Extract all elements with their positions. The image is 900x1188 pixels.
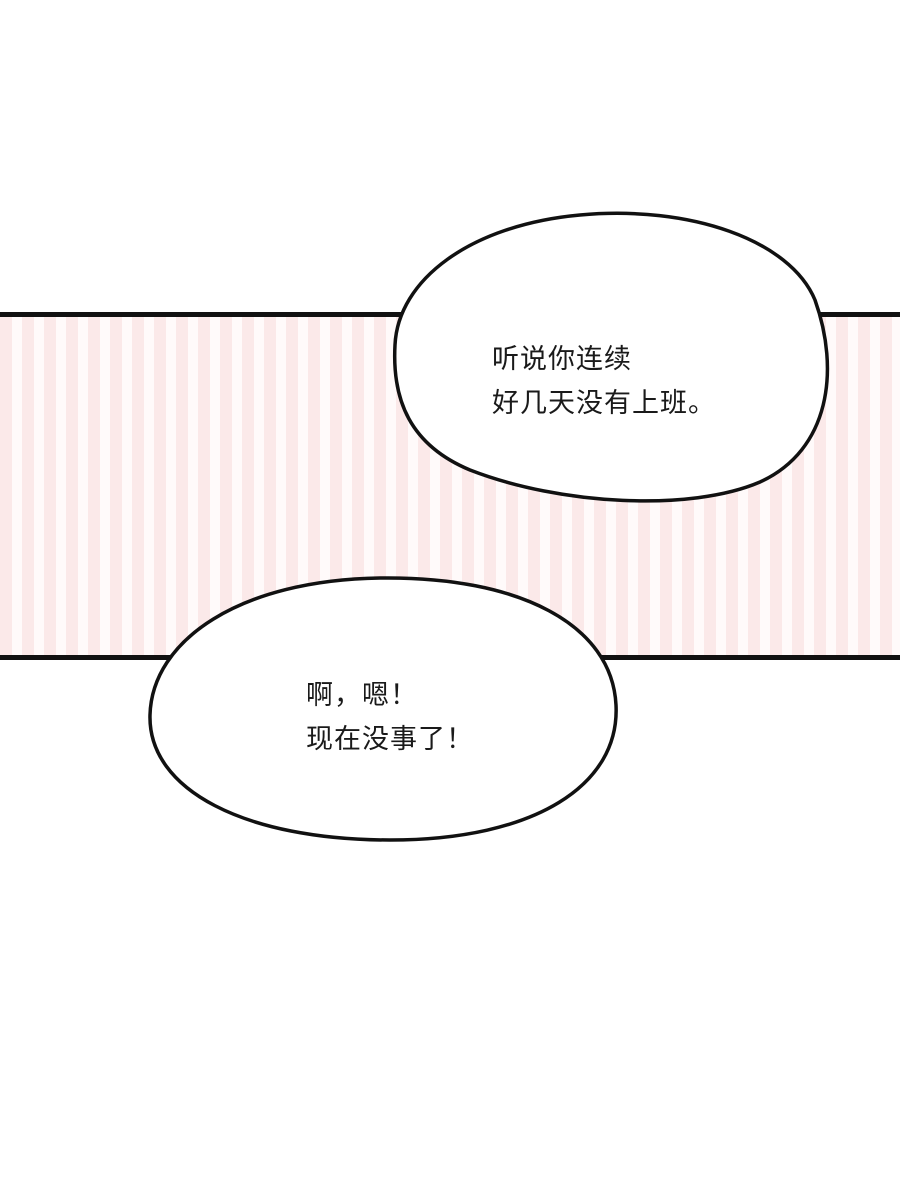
dialogue-line: 听说你连续 xyxy=(492,344,632,375)
speech-bubble-top xyxy=(392,211,830,503)
speech-bubble-top-text: 听说你连续 好几天没有上班。 xyxy=(492,338,716,426)
speech-bubble-bottom-text: 啊，嗯！ 现在没事了！ xyxy=(306,674,474,762)
dialogue-line: 现在没事了！ xyxy=(306,724,474,755)
dialogue-line: 好几天没有上班。 xyxy=(492,388,716,419)
dialogue-line: 啊，嗯！ xyxy=(306,680,418,711)
speech-bubble-bottom xyxy=(148,576,618,842)
